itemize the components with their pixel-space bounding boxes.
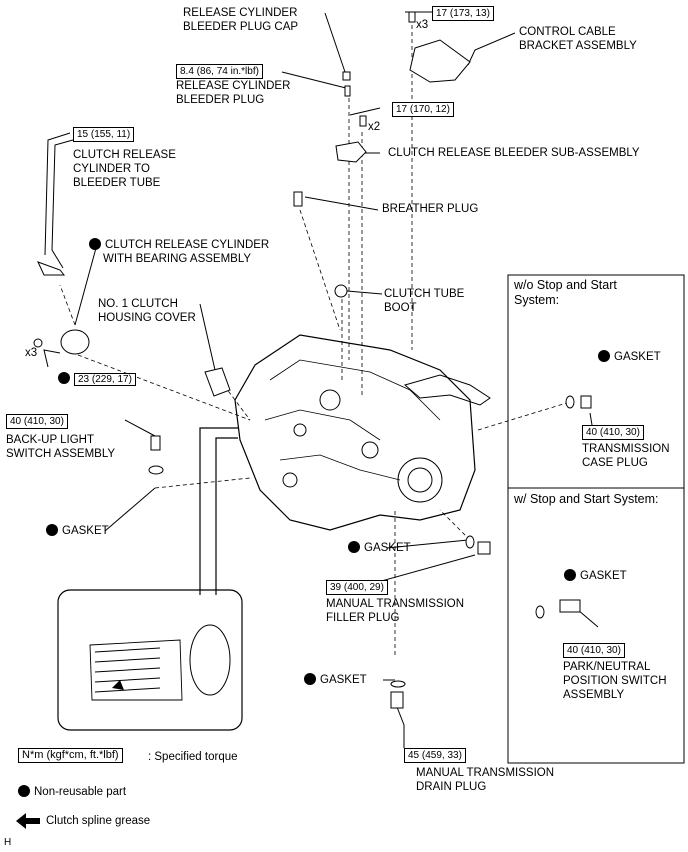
- label-gasket-drain: GASKET: [304, 673, 367, 687]
- corner-mark: H: [4, 837, 12, 848]
- bleeder-tube-part: [37, 261, 66, 276]
- torque-bleeder-plug: 8.4 (86, 74 in.*lbf): [176, 64, 263, 79]
- torque-cylinder-row: 23 (229, 17): [58, 372, 136, 386]
- label-breather-plug: BREATHER PLUG: [382, 203, 479, 215]
- housing-cover-part: [204, 367, 231, 397]
- stop-start-frame: [507, 274, 685, 764]
- nonreusable-dot-icon: [304, 673, 316, 685]
- bleeder-plug-part: [344, 85, 351, 97]
- filler-plug-part: [477, 541, 491, 555]
- torque-filler: 39 (400, 29): [326, 580, 388, 595]
- torque-backup: 40 (410, 30): [6, 414, 68, 429]
- label-bleeder-sub: CLUTCH RELEASE BLEEDER SUB-ASSEMBLY: [388, 147, 640, 159]
- torque-bracket: 17 (173, 13): [432, 6, 494, 21]
- backup-switch-part: [150, 435, 161, 451]
- torque-drain: 45 (459, 33): [404, 748, 466, 763]
- nonreusable-dot-icon: [46, 524, 58, 536]
- nonreusable-dot-icon: [18, 785, 30, 797]
- qty-bracket: x3: [416, 19, 429, 31]
- transmission-housing: [234, 334, 476, 531]
- release-cylinder-part: [60, 329, 90, 355]
- label-gasket-pn: GASKET: [564, 569, 627, 583]
- torque-tube: 15 (155, 11): [73, 127, 135, 142]
- nonreusable-dot-icon: [89, 238, 101, 250]
- qty-bleeder-sub: x2: [368, 121, 381, 133]
- bracket-part: [409, 39, 471, 83]
- pn-switch-part: [559, 599, 581, 613]
- tube-boot-part: [334, 284, 348, 298]
- legend-torque-box: N*m (kgf*cm, ft.*lbf): [18, 748, 123, 763]
- legend-torque-text: : Specified torque: [148, 751, 238, 763]
- legend-grease-arrow-icon: [16, 813, 40, 829]
- nonreusable-dot-icon: [598, 350, 610, 362]
- nonreusable-dot-icon: [58, 372, 70, 384]
- label-gasket-filler: GASKET: [348, 541, 411, 555]
- legend-nonreusable: Non-reusable part: [18, 785, 126, 799]
- label-gasket-backup: GASKET: [46, 524, 109, 538]
- bleeder-plug-cap-part: [342, 71, 351, 81]
- torque-case-plug: 40 (410, 30): [582, 425, 644, 440]
- label-gasket-case: GASKET: [598, 350, 661, 364]
- torque-bleeder-sub: 17 (170, 12): [392, 102, 454, 117]
- qty-cylinder: x3: [25, 347, 38, 359]
- grease-arrow-icon: [112, 680, 124, 690]
- legend-grease: Clutch spline grease: [46, 815, 151, 827]
- nonreusable-dot-icon: [348, 541, 360, 553]
- nonreusable-dot-icon: [564, 569, 576, 581]
- torque-pn-switch: 40 (410, 30): [563, 643, 625, 658]
- label-release-cylinder: CLUTCH RELEASE CYLINDER WITH BEARING ASS…: [89, 238, 269, 266]
- spline-detail-inset: [57, 589, 243, 731]
- bleeder-sub-part: [335, 141, 367, 163]
- breather-plug-part: [293, 191, 303, 207]
- drain-plug-part: [390, 691, 404, 709]
- section-with-ss: w/ Stop and Start System:: [514, 492, 659, 506]
